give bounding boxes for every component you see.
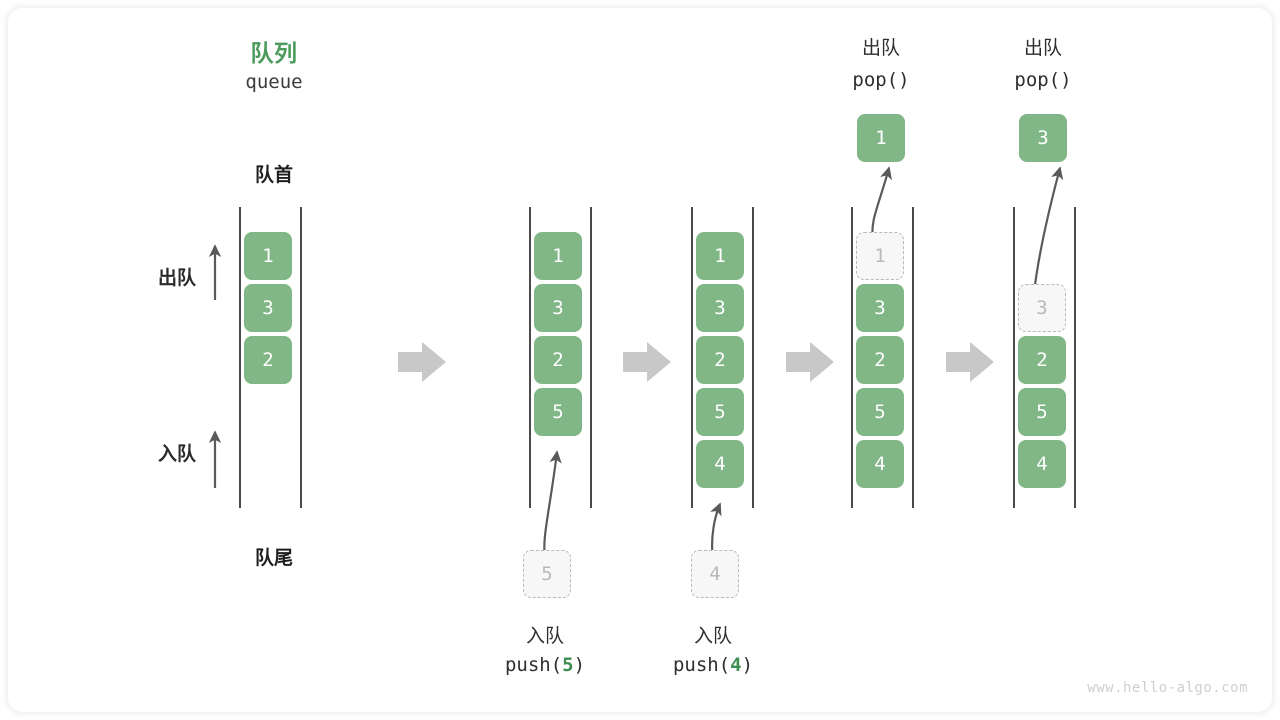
step-arrow-4 [946,342,994,382]
queue-title-cn: 队列 [250,41,298,67]
rail-right [590,207,592,508]
push-4-caption-cn: 入队 [693,625,732,647]
queue-cell-ghost[interactable]: 3 [1018,284,1066,332]
rail-left [529,207,531,508]
rail-right [912,207,914,508]
rail-right [1074,207,1076,508]
push-5-arrow [543,450,562,561]
queue-cell[interactable]: 3 [856,284,904,332]
queue-title-en: queue [245,71,303,93]
step-arrow-2 [623,342,671,382]
push-5-caption: 入队 push(5) [460,621,630,676]
rail-right [300,207,302,508]
pop-1-heading-cn: 出队 [861,37,900,59]
pop-1-arrow [871,166,893,242]
enqueue-side-label: 入队 [157,443,196,465]
watermark: www.hello-algo.com [1087,680,1248,696]
push-5-caption-code: push(5) [460,654,630,676]
queue-cell[interactable]: 2 [856,336,904,384]
step-arrow-1 [398,342,446,382]
pop-1-heading-code: pop() [852,69,910,91]
pop-3-heading-cn: 出队 [1023,37,1062,59]
incoming-ghost-cell[interactable]: 5 [523,550,571,598]
popped-cell[interactable]: 3 [1019,114,1067,162]
pop-3-arrow [1032,166,1064,294]
rail-left [851,207,853,508]
push-4-caption: 入队 push(4) [628,621,798,676]
code-prefix: push( [672,654,731,676]
diagram-overlay [208,166,1064,561]
queue-rear-label: 队尾 [254,547,293,569]
queue-cell-ghost[interactable]: 1 [856,232,904,280]
step-arrow-3 [786,342,834,382]
queue-cell[interactable]: 1 [244,232,292,280]
queue-cell[interactable]: 1 [696,232,744,280]
incoming-ghost-cell[interactable]: 4 [691,550,739,598]
pop-3-heading-code: pop() [1014,69,1072,91]
code-arg: 4 [730,654,742,676]
queue-front-label: 队首 [254,164,293,186]
rail-left [1013,207,1015,508]
code-suffix: ) [573,654,586,676]
queue-cell[interactable]: 3 [244,284,292,332]
queue-cell[interactable]: 4 [1018,440,1066,488]
dequeue-side-label: 出队 [157,267,196,289]
code-arg: 5 [562,654,574,676]
rail-right [752,207,754,508]
queue-cell[interactable]: 5 [534,388,582,436]
queue-cell[interactable]: 4 [696,440,744,488]
queue-cell[interactable]: 2 [244,336,292,384]
code-suffix: ) [741,654,754,676]
rail-left [691,207,693,508]
code-prefix: push( [504,654,563,676]
queue-cell[interactable]: 2 [1018,336,1066,384]
queue-cell[interactable]: 4 [856,440,904,488]
queue-cell[interactable]: 1 [534,232,582,280]
queue-cell[interactable]: 5 [696,388,744,436]
push-5-caption-cn: 入队 [525,625,564,647]
rail-left [239,207,241,508]
queue-cell[interactable]: 3 [534,284,582,332]
queue-cell[interactable]: 5 [856,388,904,436]
popped-cell[interactable]: 1 [857,114,905,162]
queue-cell[interactable]: 2 [696,336,744,384]
diagram-card: 队列 queue 队首 队尾 出队 入队 1 3 2 1 3 2 5 5 入队 … [8,8,1272,712]
queue-cell[interactable]: 3 [696,284,744,332]
queue-cell[interactable]: 5 [1018,388,1066,436]
queue-cell[interactable]: 2 [534,336,582,384]
push-4-caption-code: push(4) [628,654,798,676]
